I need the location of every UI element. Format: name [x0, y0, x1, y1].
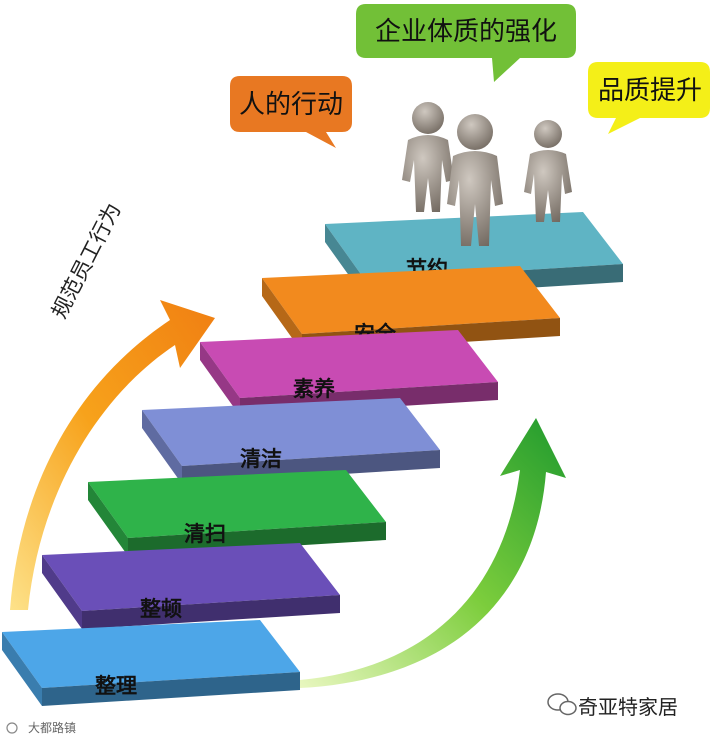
step-4: 清洁 — [142, 398, 440, 484]
callout-quality-text: 品质提升 — [598, 76, 702, 106]
source-watermark: 大都路镇 — [7, 720, 76, 735]
left-arrow-label: 规范员工行为 — [47, 199, 126, 322]
callout-enterprise: 企业体质的强化 — [356, 4, 576, 82]
callout-quality: 品质提升 — [588, 62, 710, 134]
step-label: 清扫 — [184, 522, 226, 546]
brand-name: 奇亚特家居 — [578, 695, 678, 719]
watermark-text: 大都路镇 — [28, 720, 76, 735]
step-1: 整理 — [2, 620, 300, 706]
step-label: 整顿 — [140, 597, 182, 621]
step-3: 清扫 — [88, 470, 386, 556]
brand-badge: 奇亚特家居 — [548, 694, 678, 719]
wechat-icon — [548, 694, 576, 715]
callout-enterprise-text: 企业体质的强化 — [375, 17, 557, 47]
callout-people-action-text: 人的行动 — [239, 90, 343, 120]
step-label: 整理 — [95, 674, 137, 698]
step-label: 素养 — [293, 377, 335, 401]
step-label: 清洁 — [240, 447, 282, 471]
callout-people-action: 人的行动 — [230, 76, 352, 148]
step-2: 整顿 — [42, 543, 340, 629]
